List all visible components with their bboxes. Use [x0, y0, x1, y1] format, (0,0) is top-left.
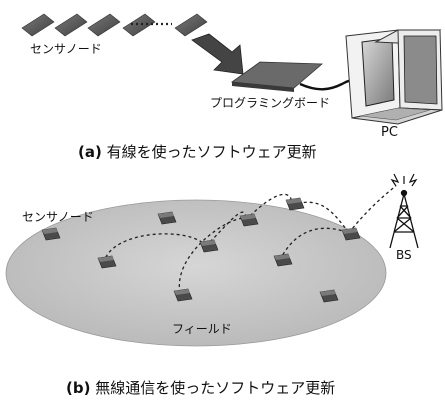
pc-label: PC	[381, 125, 398, 140]
field-area	[5, 199, 387, 347]
programming-board-label: プログラミングボード	[210, 96, 331, 110]
laptop-icon	[345, 29, 443, 125]
programming-board	[230, 61, 324, 89]
sensor-node	[122, 13, 156, 37]
sensor-node	[273, 253, 293, 267]
sensor-node	[319, 289, 339, 303]
field-sensor-nodes-label: センサノード	[22, 210, 94, 224]
panel-a	[21, 13, 443, 125]
field-nodes	[41, 197, 361, 303]
sensor-node	[87, 13, 121, 37]
caption-b-text: 無線通信を使ったソフトウェア更新	[90, 379, 336, 397]
sensor-node	[157, 211, 177, 225]
sensor-node	[285, 197, 305, 211]
caption-b: (b) 無線通信を使ったソフトウェア更新	[66, 377, 335, 398]
caption-a-text: 有線を使ったソフトウェア更新	[101, 143, 317, 161]
caption-b-tag: (b)	[66, 379, 91, 397]
base-station-icon	[389, 173, 419, 249]
sensor-node	[173, 288, 193, 302]
sensor-nodes-label: センサノード	[30, 42, 102, 56]
bs-label: BS	[396, 248, 412, 262]
caption-a-tag: (a)	[78, 143, 102, 161]
sensor-node	[21, 13, 55, 37]
transfer-arrow	[191, 33, 244, 75]
sensor-node	[41, 227, 61, 241]
sensor-node-row	[21, 13, 208, 37]
field-label: フィールド	[172, 322, 232, 336]
link	[279, 227, 350, 261]
panel-b	[5, 173, 419, 347]
sensor-node	[199, 239, 219, 253]
sensor-node	[341, 227, 361, 241]
sensor-node	[174, 13, 208, 37]
caption-a: (a) 有線を使ったソフトウェア更新	[78, 141, 317, 162]
sensor-node	[54, 13, 88, 37]
programming-board-edge	[232, 82, 294, 92]
sensor-node	[239, 213, 259, 227]
link	[348, 185, 397, 234]
sensor-node	[97, 255, 117, 269]
